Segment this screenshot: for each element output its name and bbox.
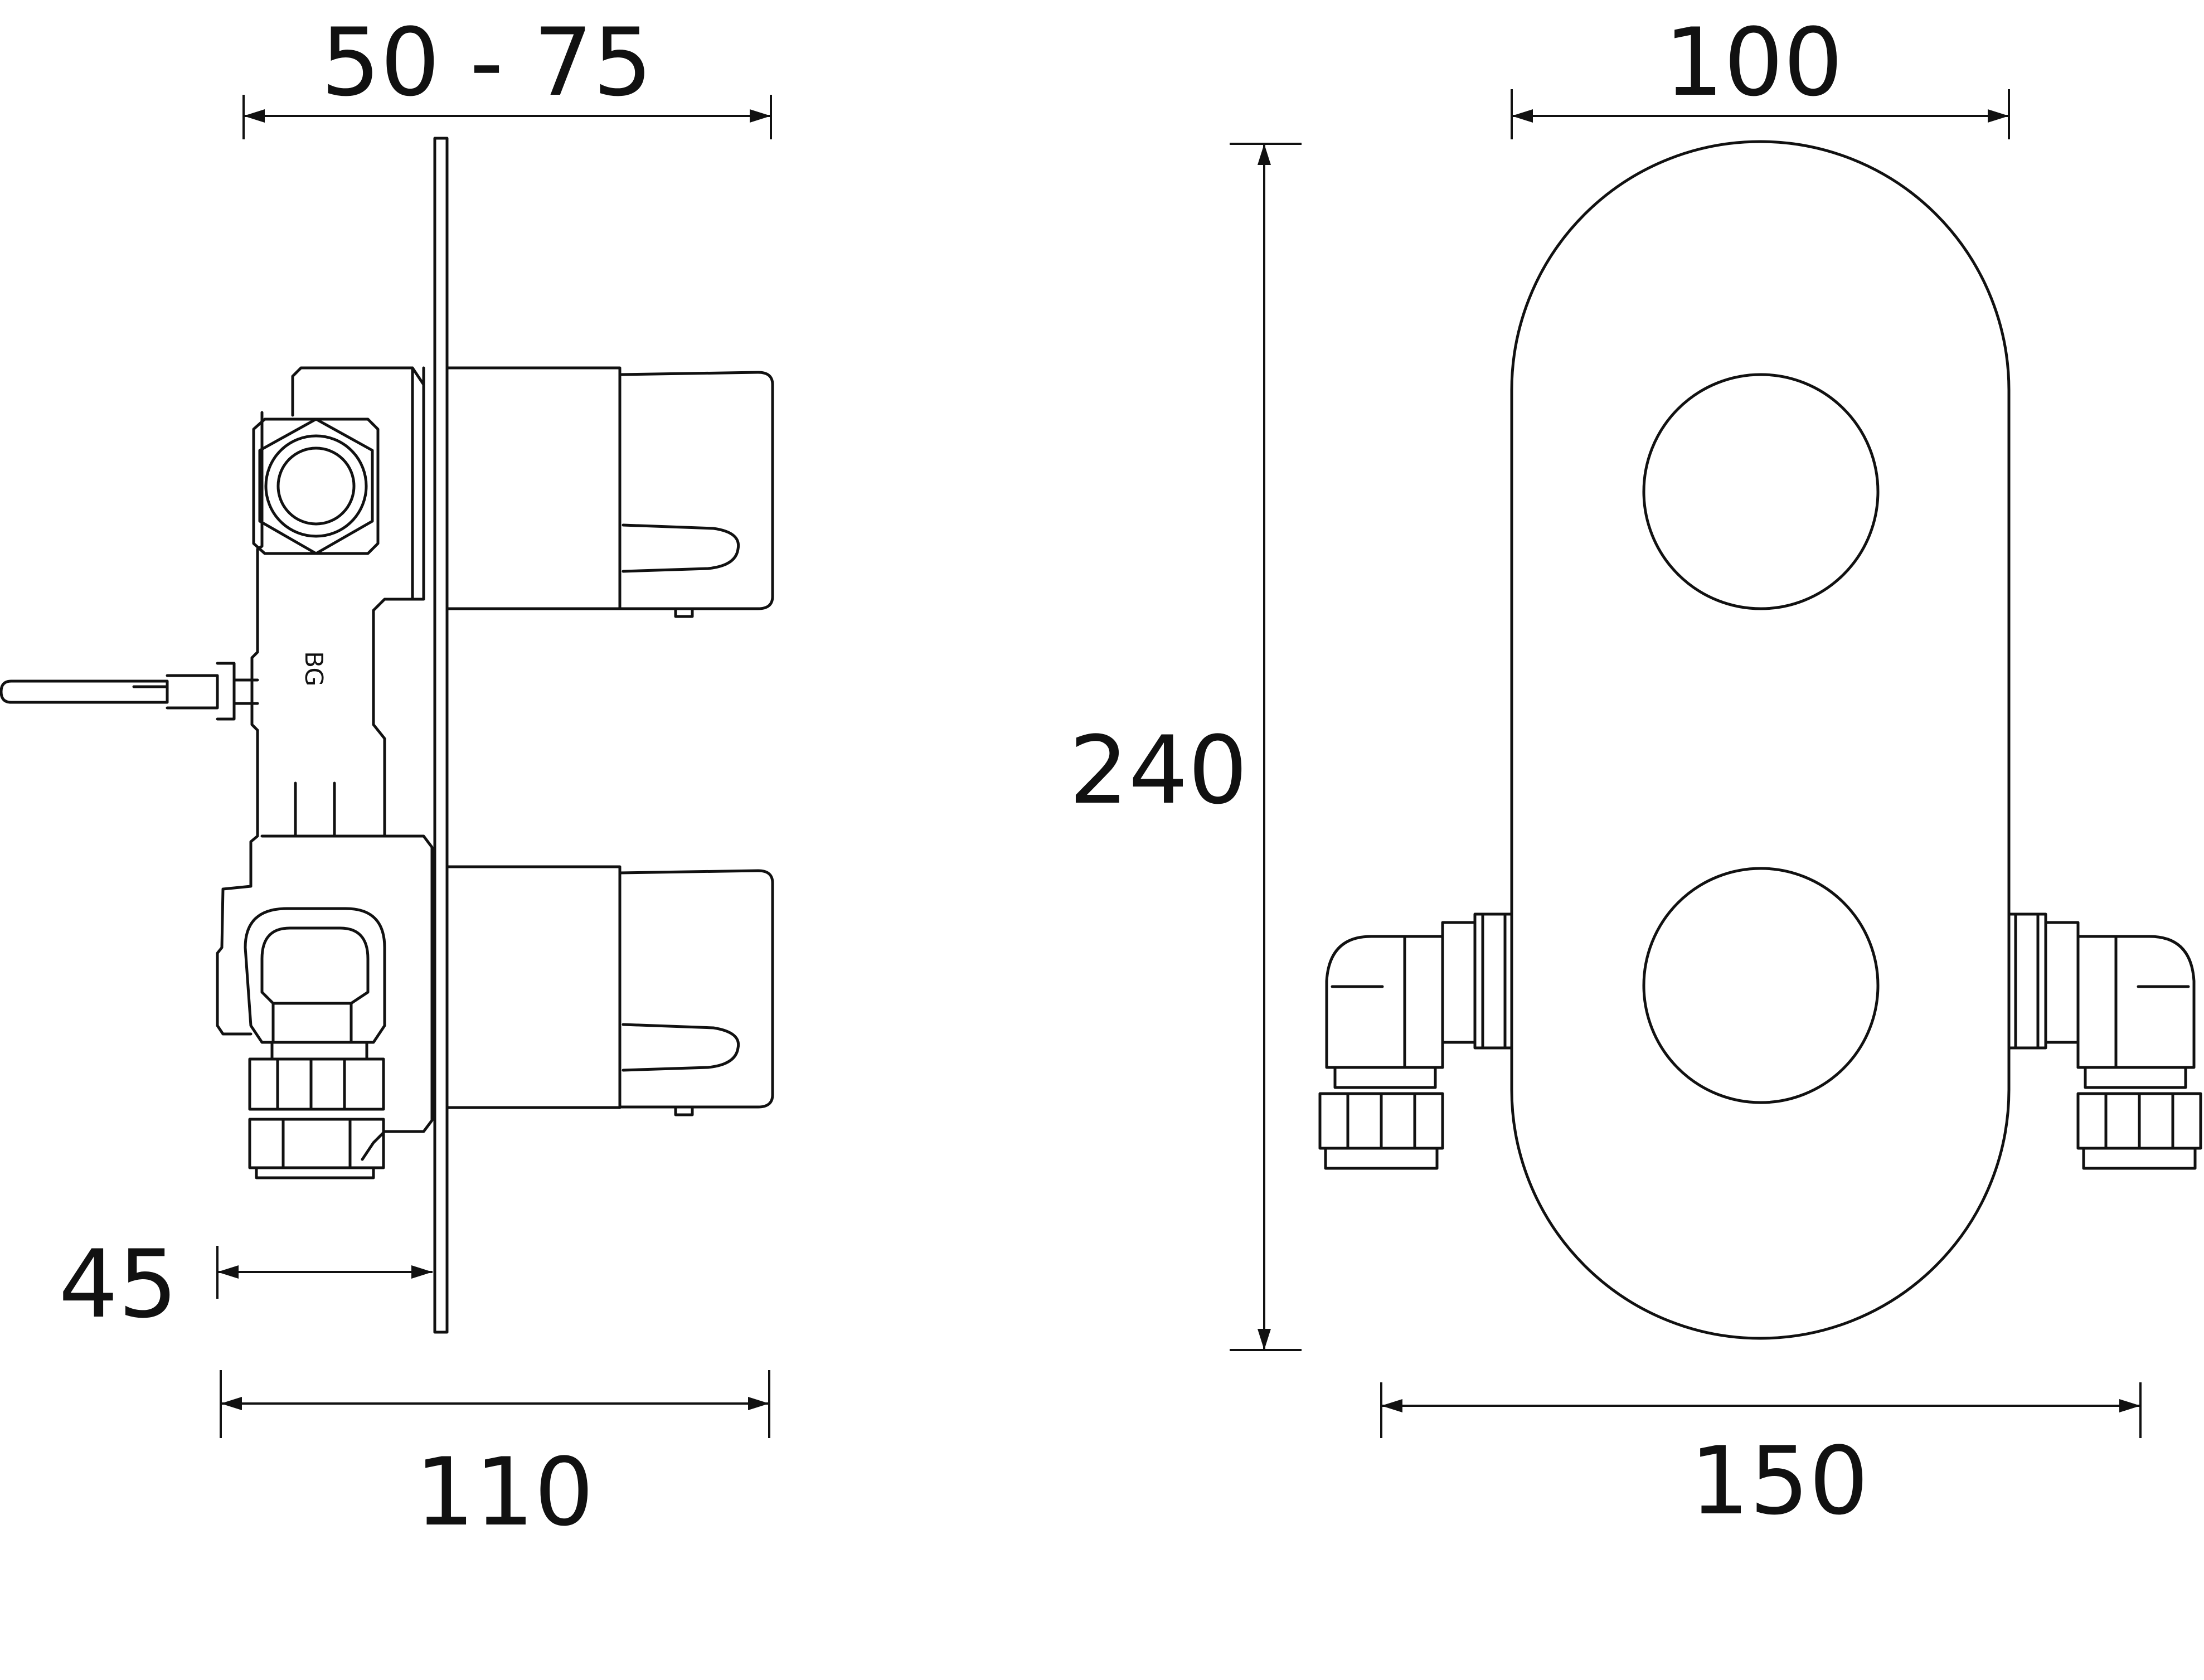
brand-mark: BG	[299, 651, 328, 687]
upper-inlet-hex	[258, 417, 374, 555]
screw-plug	[132, 662, 259, 721]
lower-inlet-elbow-inner	[260, 926, 370, 1005]
wall-plate	[433, 137, 449, 1334]
upper-handle	[618, 371, 774, 610]
front-view: 100 240 150	[1069, 8, 2202, 1536]
lower-inlet-thread	[270, 1041, 368, 1061]
upper-inlet-ring-inner	[276, 446, 356, 526]
valve-body-inner	[260, 366, 425, 838]
valve-body	[216, 366, 434, 1161]
lower-inlet-elbow	[244, 907, 386, 1044]
lower-cartridge-body	[445, 865, 622, 1109]
upper-inlet-ring-outer	[264, 434, 368, 538]
left-inlet	[1318, 912, 1513, 1170]
dim-side-depth: 50 - 75	[321, 8, 653, 117]
dim-front-width: 100	[1664, 8, 1843, 117]
upper-knob	[1642, 373, 1880, 610]
dim-wall-offset: 45	[59, 1230, 178, 1339]
lower-inlet-olive	[248, 1118, 385, 1169]
dim-side-overall: 110	[415, 1438, 594, 1547]
lower-inlet-pipe-stub	[255, 1166, 375, 1179]
dim-front-overall: 150	[1690, 1426, 1869, 1536]
lower-handle-pin	[674, 1105, 694, 1116]
lower-knob	[1642, 867, 1880, 1104]
upper-handle-pin	[674, 607, 694, 618]
lower-inlet-stem	[271, 1002, 353, 1044]
faceplate	[1510, 140, 2011, 1340]
fixing-screw	[0, 679, 169, 704]
side-view: BG 50 - 75 45 110	[0, 8, 774, 1547]
upper-handle-lever	[622, 523, 740, 573]
lower-handle	[618, 869, 774, 1109]
lower-handle-lever	[622, 1023, 740, 1072]
upper-cartridge-body	[445, 366, 622, 610]
lower-inlet-hexnut	[248, 1057, 385, 1111]
dim-height: 240	[1069, 716, 1248, 825]
upper-inlet-nut	[252, 417, 380, 555]
right-inlet	[2007, 912, 2202, 1170]
